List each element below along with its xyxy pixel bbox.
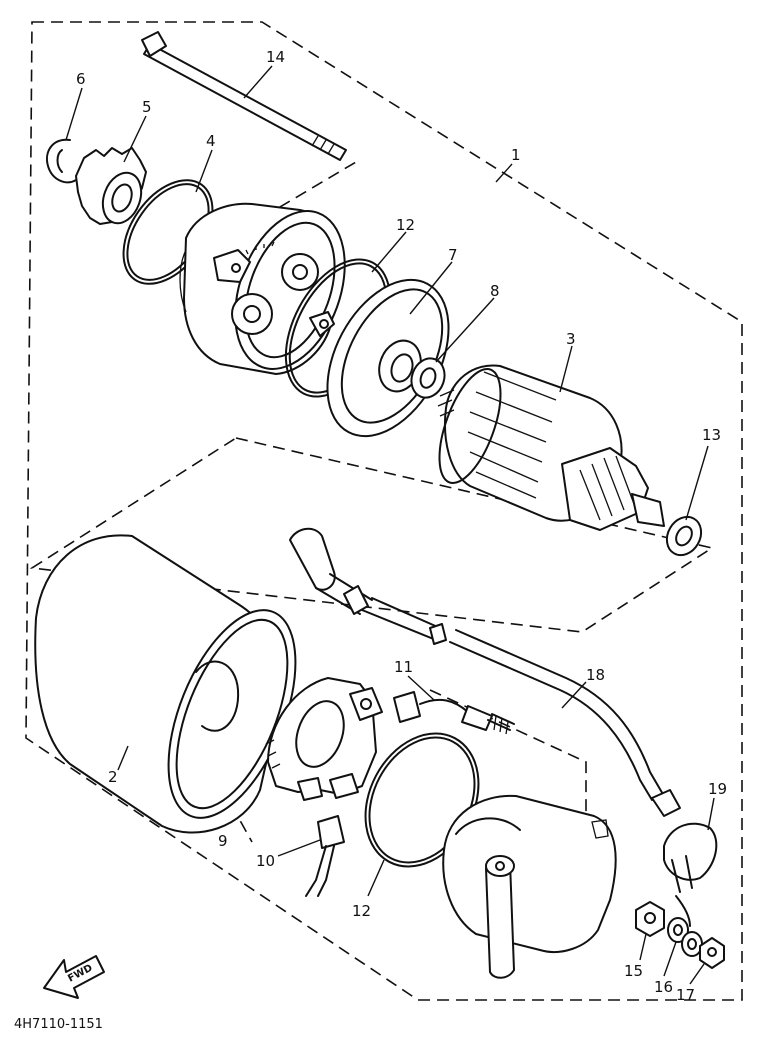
forward-arrow-icon: FWD <box>43 955 105 999</box>
callout-13: 13 <box>702 426 721 444</box>
terminal-hardware <box>635 895 725 969</box>
callout-4: 4 <box>206 132 216 150</box>
callout-7: 7 <box>448 246 458 264</box>
callout-12-upper: 12 <box>396 216 415 234</box>
brush-holder <box>265 677 383 801</box>
callout-16: 16 <box>654 978 673 996</box>
circlip <box>46 138 77 184</box>
callout-12-lower: 12 <box>352 902 371 920</box>
callout-2: 2 <box>108 768 118 786</box>
callout-10: 10 <box>256 852 275 870</box>
callout-15: 15 <box>624 962 643 980</box>
callout-1: 1 <box>511 146 521 164</box>
callout-14: 14 <box>266 48 285 66</box>
brush <box>305 815 345 897</box>
callout-9: 9 <box>218 832 228 850</box>
starter-lead <box>289 527 681 817</box>
armature <box>437 364 665 531</box>
callout-17: 17 <box>676 986 695 1004</box>
washer-8 <box>410 357 446 399</box>
brush-lead-bolt <box>393 691 515 735</box>
washer-13 <box>665 515 703 557</box>
callout-8: 8 <box>490 282 500 300</box>
yoke-housing <box>34 534 297 834</box>
callout-18: 18 <box>586 666 605 684</box>
callout-6: 6 <box>76 70 86 88</box>
terminal-boot <box>663 822 718 893</box>
callout-3: 3 <box>566 330 576 348</box>
callout-5: 5 <box>142 98 152 116</box>
drawing-code: 4H7110-1151 <box>14 1017 103 1032</box>
through-bolt <box>141 31 347 161</box>
rear-cover <box>442 794 617 979</box>
pinion-gear <box>75 147 147 225</box>
leader-lines <box>65 65 715 985</box>
callout-19: 19 <box>708 780 727 798</box>
callout-11: 11 <box>394 658 413 676</box>
front-cover-gear-housing <box>179 202 346 375</box>
